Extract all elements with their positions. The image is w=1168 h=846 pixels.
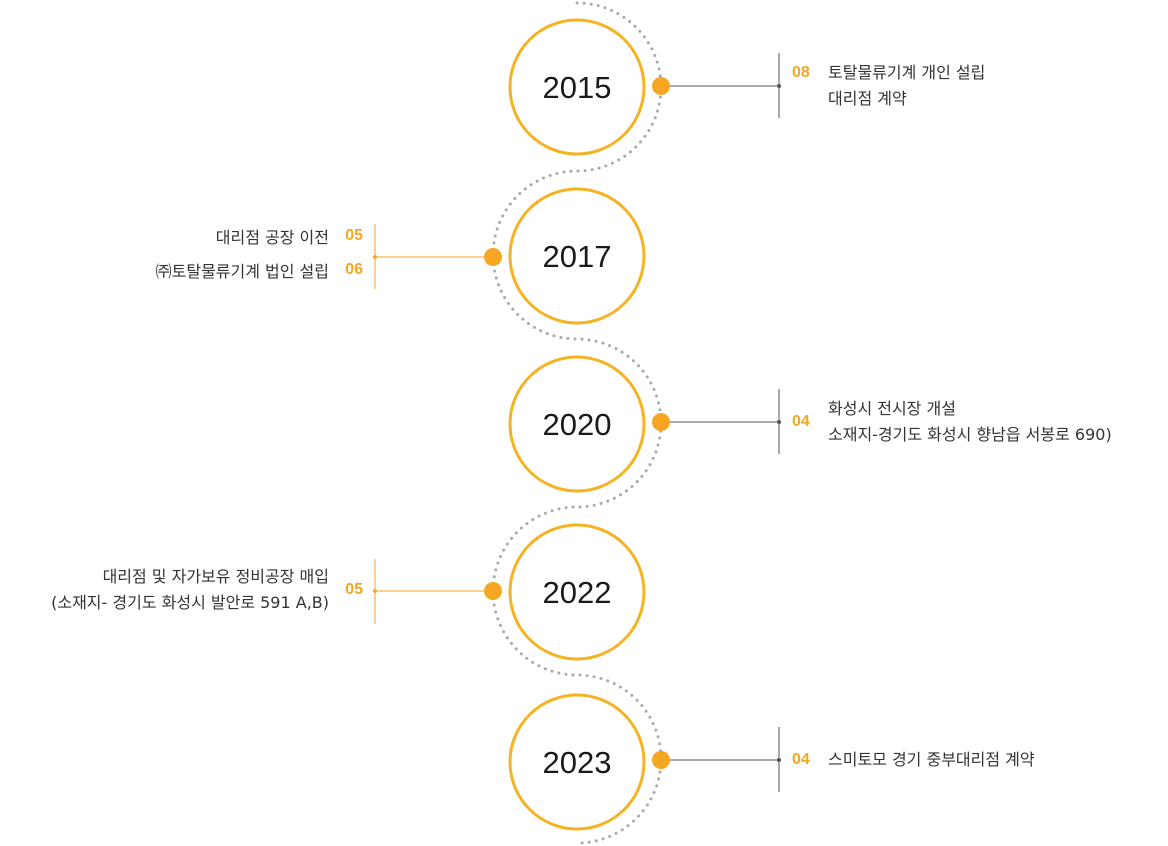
event-line: ㈜토탈물류기계 법인 설립	[155, 262, 329, 281]
event-line: 소재지-경기도 화성시 향남읍 서봉로 690)	[828, 425, 1112, 444]
event-2017: 대리점 공장 이전 05 ㈜토탈물류기계 법인 설립 06	[156, 219, 363, 287]
event-description: 토탈물류기계 개인 설립 대리점 계약	[828, 60, 985, 112]
event-month: 05	[345, 227, 363, 244]
event-2020: 04 화성시 전시장 개설 소재지-경기도 화성시 향남읍 서봉로 690)	[792, 396, 1112, 448]
event-description: 화성시 전시장 개설 소재지-경기도 화성시 향남읍 서봉로 690)	[828, 396, 1112, 448]
event-line: (소재지- 경기도 화성시 발안로 591 A,B)	[51, 593, 329, 612]
event-month: 08	[792, 64, 810, 81]
year-label: 2020	[543, 407, 612, 442]
event-month: 05	[345, 581, 363, 598]
event-2023: 04 스미토모 경기 중부대리점 계약	[792, 747, 1035, 773]
dotted-timeline-path	[491, 1, 663, 845]
event-month: 04	[792, 751, 810, 768]
year-node-2017: 2017	[373, 187, 646, 325]
event-line: 스미토모 경기 중부대리점 계약	[828, 750, 1035, 769]
event-description: 대리점 및 자가보유 정비공장 매입 (소재지- 경기도 화성시 발안로 591…	[51, 564, 329, 616]
event-line: 대리점 계약	[828, 89, 907, 108]
event-month: 04	[792, 413, 810, 430]
year-node-2020: 2020	[508, 355, 781, 493]
year-label: 2023	[543, 745, 612, 780]
year-node-2022: 2022	[373, 523, 646, 661]
year-label: 2017	[543, 239, 612, 274]
event-line: 대리점 공장 이전	[215, 228, 329, 247]
event-row: ㈜토탈물류기계 법인 설립 06	[156, 253, 363, 287]
year-node-2015: 2015	[508, 18, 781, 156]
year-node-2023: 2023	[508, 693, 781, 831]
year-label: 2015	[543, 70, 612, 105]
event-line: 화성시 전시장 개설	[828, 399, 956, 418]
event-month: 06	[345, 261, 363, 278]
event-line: 토탈물류기계 개인 설립	[828, 63, 986, 82]
event-line: 대리점 및 자가보유 정비공장 매입	[102, 567, 329, 586]
event-row: 대리점 공장 이전 05	[156, 219, 363, 253]
event-2015: 08 토탈물류기계 개인 설립 대리점 계약	[792, 60, 985, 112]
event-2022: 대리점 및 자가보유 정비공장 매입 (소재지- 경기도 화성시 발안로 591…	[51, 564, 363, 616]
year-label: 2022	[543, 575, 612, 610]
event-description: 스미토모 경기 중부대리점 계약	[828, 747, 1035, 773]
